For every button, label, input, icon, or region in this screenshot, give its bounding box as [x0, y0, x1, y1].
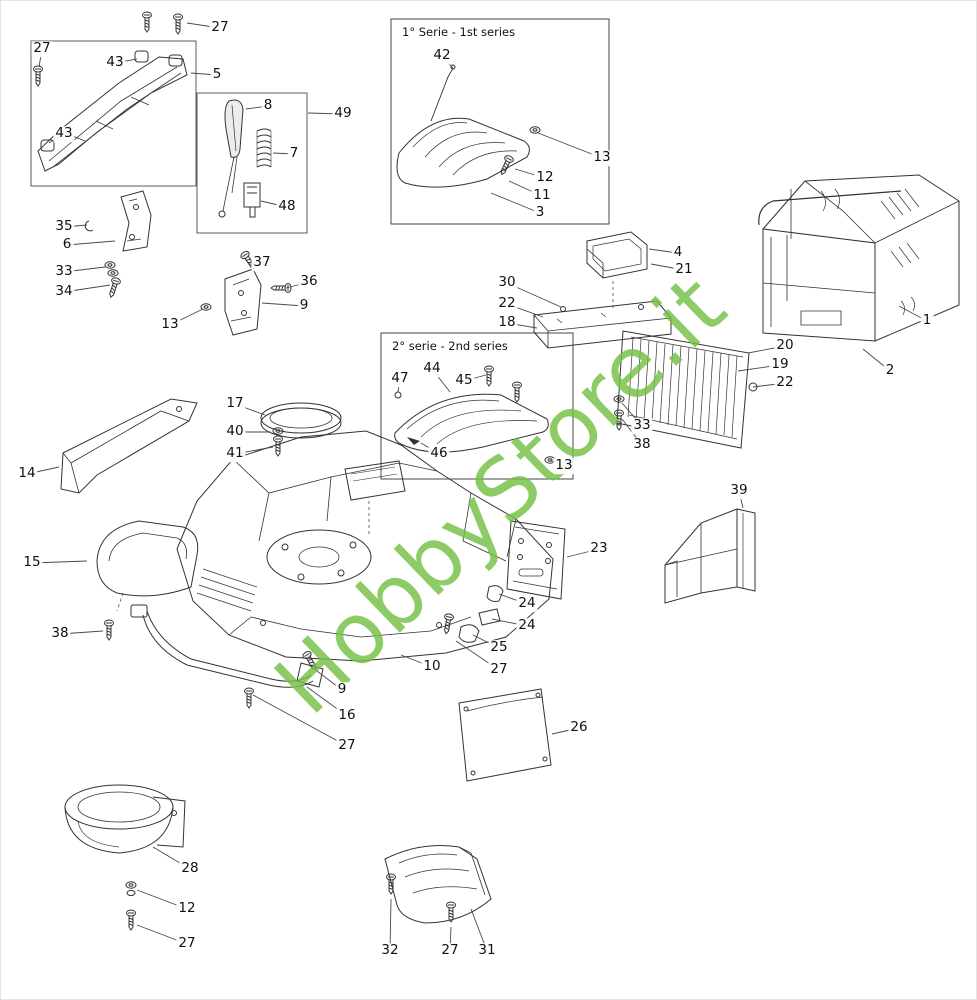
- part-number-27: 27: [176, 935, 198, 952]
- part-number-19: 19: [769, 356, 791, 373]
- part-number-27: 27: [209, 19, 231, 36]
- part-number-15: 15: [21, 554, 43, 571]
- screw-38-left: [104, 619, 114, 641]
- part-cover-15: [96, 520, 199, 612]
- part-number-23: 23: [588, 540, 610, 557]
- part-number-1: 1: [920, 312, 934, 329]
- part-number-10: 10: [421, 658, 443, 675]
- part-number-44: 44: [421, 360, 443, 377]
- part-number-18: 18: [496, 314, 518, 331]
- part-number-20: 20: [774, 337, 796, 354]
- leader-line-9: [261, 302, 305, 307]
- part-number-24: 24: [516, 595, 538, 612]
- part-number-12: 12: [534, 169, 556, 186]
- part-number-27: 27: [439, 942, 461, 959]
- leader-line-13: [537, 132, 603, 159]
- part-number-36: 36: [298, 273, 320, 290]
- part-number-27: 27: [488, 661, 510, 678]
- part-housing-28: [64, 784, 186, 931]
- part-number-46: 46: [428, 445, 450, 462]
- part-number-35: 35: [53, 218, 75, 235]
- series2-group: [380, 332, 574, 480]
- part-number-2: 2: [883, 362, 897, 379]
- part-bracket-6: [84, 190, 152, 300]
- part-number-11: 11: [531, 187, 553, 204]
- part-number-28: 28: [179, 860, 201, 877]
- fasteners-33-38-right: [613, 395, 625, 431]
- part-flap-26: [458, 688, 552, 782]
- part-number-24: 24: [516, 617, 538, 634]
- part-number-43: 43: [104, 54, 126, 71]
- part-number-5: 5: [210, 66, 224, 83]
- part-bracket-9: [200, 249, 292, 336]
- part-number-38: 38: [631, 436, 653, 453]
- part-lower-handle-16: [130, 604, 324, 709]
- leader-line-6: [66, 240, 116, 246]
- part-number-49: 49: [332, 105, 354, 122]
- part-number-37: 37: [251, 254, 273, 271]
- part-chassis-10: [176, 430, 554, 662]
- part-number-7: 7: [287, 145, 301, 162]
- part-number-31: 31: [476, 942, 498, 959]
- part-number-32: 32: [379, 942, 401, 959]
- part-number-41: 41: [224, 445, 246, 462]
- part-ring-17: [260, 402, 342, 457]
- screw-fasteners-topleft: [33, 11, 183, 87]
- part-number-34: 34: [53, 283, 75, 300]
- part-rear-wall-18: [533, 300, 672, 349]
- part-number-40: 40: [224, 423, 246, 440]
- part-number-4: 4: [671, 244, 685, 261]
- part-number-45: 45: [453, 372, 475, 389]
- part-chute-39: [664, 508, 756, 604]
- leader-line-27: [252, 694, 348, 747]
- series1-label: 1° Serie - 1st series: [399, 25, 519, 39]
- part-number-33: 33: [631, 417, 653, 434]
- part-number-22: 22: [774, 374, 796, 391]
- part-number-16: 16: [336, 707, 358, 724]
- part-grass-bag: [758, 174, 960, 342]
- part-number-25: 25: [488, 639, 510, 656]
- part-group-49: [196, 92, 308, 234]
- part-number-8: 8: [261, 97, 275, 114]
- part-number-42: 42: [431, 47, 453, 64]
- part-clips-24-25: [441, 585, 504, 643]
- part-number-13: 13: [553, 457, 575, 474]
- part-number-27: 27: [31, 40, 53, 57]
- part-panel-23: [506, 520, 566, 600]
- part-number-14: 14: [16, 465, 38, 482]
- leader-line-32: [389, 898, 392, 952]
- part-number-17: 17: [224, 395, 246, 412]
- part-number-9: 9: [335, 681, 349, 698]
- part-number-48: 48: [276, 198, 298, 215]
- part-console-4: [586, 231, 648, 309]
- leader-lines-layer: [26, 22, 928, 952]
- series2-label: 2° serie - 2nd series: [389, 339, 511, 353]
- leader-line-3: [490, 192, 541, 214]
- part-number-21: 21: [673, 261, 695, 278]
- part-number-26: 26: [568, 719, 590, 736]
- part-number-30: 30: [496, 274, 518, 291]
- series1-group: [390, 18, 610, 225]
- part-deflector-31: [384, 845, 492, 924]
- part-side-panel-14: [60, 398, 198, 494]
- part-number-22: 22: [496, 295, 518, 312]
- part-number-38: 38: [49, 625, 71, 642]
- part-number-39: 39: [728, 482, 750, 499]
- part-number-3: 3: [533, 204, 547, 221]
- part-number-27: 27: [336, 737, 358, 754]
- part-number-43: 43: [53, 125, 75, 142]
- part-number-12: 12: [176, 900, 198, 917]
- part-number-13: 13: [159, 316, 181, 333]
- part-number-33: 33: [53, 263, 75, 280]
- part-number-9: 9: [297, 297, 311, 314]
- part-number-6: 6: [60, 236, 74, 253]
- part-number-47: 47: [389, 370, 411, 387]
- part-number-13: 13: [591, 149, 613, 166]
